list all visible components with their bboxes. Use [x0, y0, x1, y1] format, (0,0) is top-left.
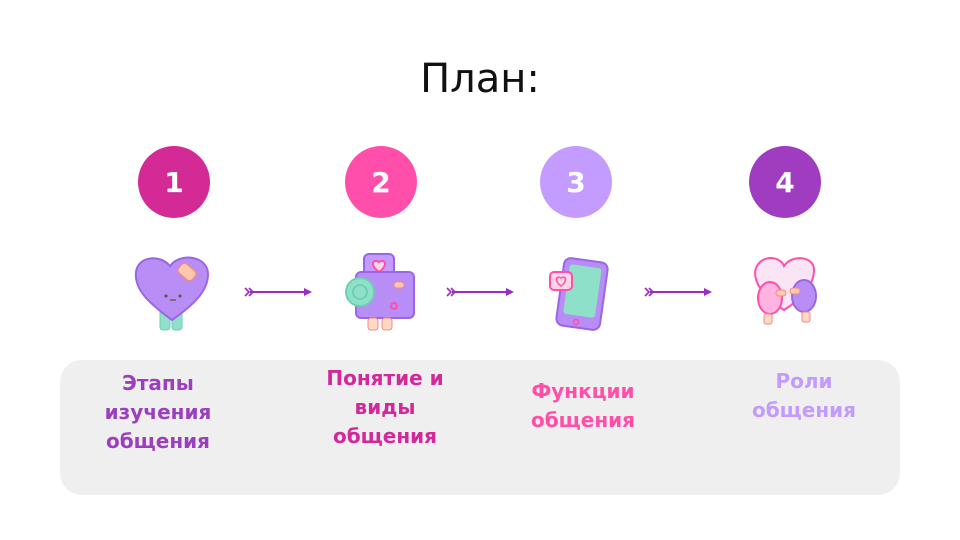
step-label-1: Этапы изучения общения: [104, 371, 212, 453]
step-label-3: Функции общения: [530, 379, 636, 432]
step-number-1: 1: [138, 146, 210, 218]
arrow-icon: [644, 287, 712, 297]
step-number-2: 2: [345, 146, 417, 218]
arrow-icon: [446, 287, 514, 297]
page-title: План:: [420, 56, 540, 102]
labels-panel: [60, 360, 900, 495]
birds-heart-icon: [754, 257, 817, 325]
step-number-4: 4: [749, 146, 821, 218]
arrow-icon: [244, 287, 312, 297]
step-label-4: Роли общения: [751, 369, 857, 422]
step-number-3: 3: [540, 146, 612, 218]
heart-character-icon: [134, 256, 210, 331]
camera-character-icon: [345, 253, 415, 331]
step-label-2: Понятие и виды общения: [326, 366, 444, 448]
phone-chat-icon: [549, 257, 609, 331]
